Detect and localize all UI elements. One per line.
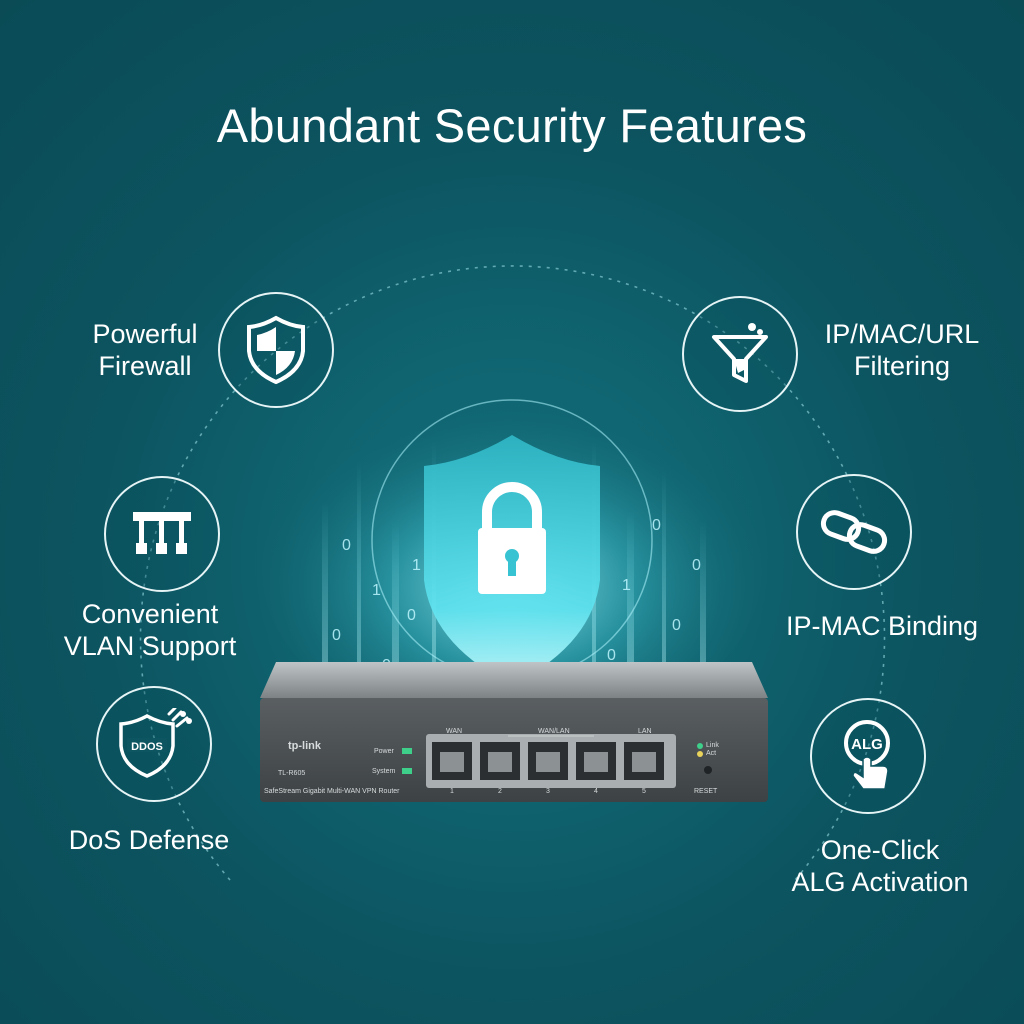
wan-label: WAN	[446, 728, 463, 735]
svg-text:1: 1	[622, 577, 631, 594]
filtering-label-line1: IP/MAC/URL	[824, 319, 980, 349]
link-led-label: Link	[706, 742, 719, 749]
svg-text:0: 0	[342, 537, 351, 554]
shield-icon	[247, 315, 305, 385]
router-model: TL-R605	[278, 770, 306, 777]
reset-label: RESET	[694, 788, 718, 795]
wanlan-label: WAN/LAN	[538, 728, 570, 735]
alg-label-line1: One-Click	[820, 835, 940, 865]
central-shield-illustration: 010 001 010 000	[262, 399, 762, 720]
binding-feature-circle	[796, 474, 912, 590]
vlan-icon	[133, 512, 191, 554]
alg-feature-circle: ALG	[810, 698, 926, 814]
firewall-feature-circle	[218, 292, 334, 408]
firewall-label-line1: Powerful	[92, 319, 198, 349]
firewall-label-line2: Firewall	[98, 351, 192, 381]
port-number-5: 5	[642, 788, 646, 795]
alg-label: One-Click ALG Activation	[770, 834, 990, 898]
alg-label-line2: ALG Activation	[791, 867, 969, 897]
binding-label-line1: IP-MAC Binding	[785, 611, 979, 641]
system-led-label: System	[372, 768, 396, 775]
filtering-label: IP/MAC/URL Filtering	[812, 318, 992, 382]
page-title: Abundant Security Features	[216, 99, 808, 152]
dos-label: DoS Defense	[46, 824, 252, 856]
ddos-badge-text: DDOS	[131, 741, 163, 753]
svg-text:0: 0	[672, 617, 681, 634]
svg-text:0: 0	[407, 607, 416, 624]
binding-label: IP-MAC Binding	[772, 610, 992, 642]
port-number-3: 3	[546, 788, 550, 795]
port-number-4: 4	[594, 788, 598, 795]
svg-text:0: 0	[607, 647, 616, 664]
router-device: tp-link TL-R605 SafeStream Gigabit Multi…	[258, 656, 770, 806]
filter-funnel-icon	[712, 323, 768, 383]
vlan-label: Convenient VLAN Support	[40, 598, 260, 662]
link-icon	[820, 510, 888, 554]
port-number-1: 1	[450, 788, 454, 795]
act-led-label: Act	[706, 750, 717, 757]
port-number-2: 2	[498, 788, 502, 795]
svg-text:0: 0	[692, 557, 701, 574]
router-brand: tp-link	[288, 740, 321, 752]
svg-text:1: 1	[372, 582, 381, 599]
router-description: SafeStream Gigabit Multi-WAN VPN Router	[264, 788, 400, 795]
vlan-label-line1: Convenient	[81, 599, 219, 629]
vlan-label-line2: VLAN Support	[63, 631, 237, 661]
svg-text:1: 1	[412, 557, 421, 574]
alg-click-icon: ALG	[844, 720, 890, 790]
vlan-feature-circle	[104, 476, 220, 592]
lan-label: LAN	[638, 728, 652, 735]
ddos-shield-icon: DDOS	[119, 708, 192, 778]
router-body	[260, 662, 768, 802]
alg-badge-text: ALG	[851, 736, 883, 753]
firewall-label: Powerful Firewall	[60, 318, 230, 382]
filtering-label-line2: Filtering	[853, 351, 951, 381]
dos-label-line1: DoS Defense	[68, 825, 230, 855]
filtering-feature-circle	[682, 296, 798, 412]
dos-feature-circle: DDOS	[96, 686, 212, 802]
svg-text:0: 0	[652, 517, 661, 534]
svg-text:0: 0	[332, 627, 341, 644]
power-led-label: Power	[374, 748, 394, 755]
